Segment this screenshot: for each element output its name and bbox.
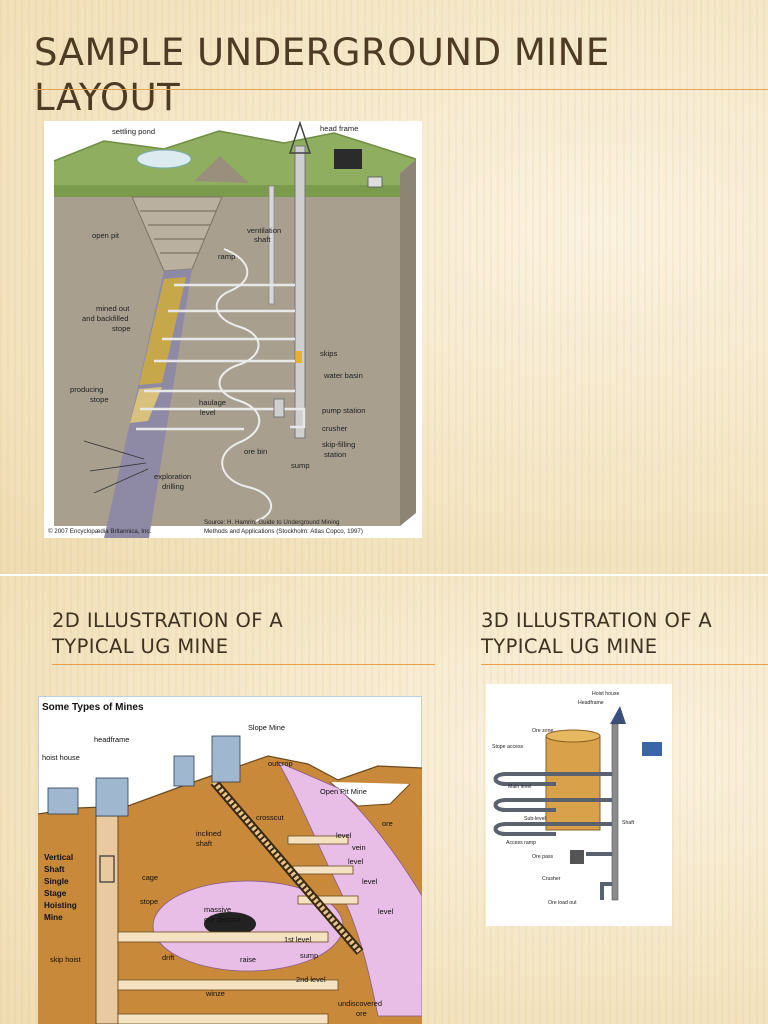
underground-mine-cross-section-figure: settling pond head frame open pit ventil… [44,121,422,538]
label-vertical-shaft-6: Mine [44,913,63,922]
label-undiscovered-ore-1: undiscovered [338,999,382,1008]
2d-figure-title: Some Types of Mines [42,702,144,713]
label-3d-headframe: Headframe [578,700,604,706]
label-skip-hoist: skip hoist [50,955,81,964]
label-massive-ore-1: massive [204,905,231,914]
label-stope: stope [140,897,158,906]
figure-copyright: © 2007 Encyclopædia Britannica, Inc. [48,528,152,535]
label-3d-shaft: Shaft [622,820,635,826]
slide-title-line-1: SAMPLE UNDERGROUND MINE [34,31,610,74]
label-haulage-level-1: haulage [199,398,226,407]
label-second-level: 2nd level [296,975,326,984]
label-3d-stope-access: Stope access [492,744,524,750]
figure-source-line-1: Source: H. Hamrin, Guide to Underground … [204,519,340,526]
label-level-1: level [336,831,352,840]
label-crusher: crusher [322,424,348,433]
label-ore-bin: ore bin [244,447,267,456]
label-vertical-shaft-2: Shaft [44,865,65,874]
right-heading-underline [481,664,768,665]
label-headframe: headframe [94,735,129,744]
label-crosscut: crosscut [256,813,284,822]
right-heading-line-1: 3D ILLUSTRATION OF A [481,609,713,632]
label-producing-stope-2: stope [90,395,109,404]
label-haulage-level-2: level [200,408,216,417]
label-sump: sump [300,951,318,960]
left-heading-line-2: TYPICAL UG MINE [52,635,229,658]
label-undiscovered-ore-2: ore [356,1009,367,1018]
label-3d-crusher: Crusher [542,876,561,882]
slide-title-line-2: LAYOUT [34,76,181,119]
label-vertical-shaft-4: Stage [44,889,67,898]
right-heading-line-2: TYPICAL UG MINE [481,635,658,658]
label-exploration-drilling-2: drilling [162,482,184,491]
label-skips: skips [320,349,338,358]
label-3d-main-level: Main level [508,784,531,790]
label-first-level: 1st level [284,935,311,944]
label-open-pit: open pit [92,231,120,240]
right-heading: 3D ILLUSTRATION OF A TYPICAL UG MINE [481,608,712,660]
left-heading-underline [52,664,435,665]
label-massive-ore-2: ore deposit [204,915,241,924]
label-exploration-drilling-1: exploration [154,472,191,481]
2d-mine-types-illustration: Some Types of Mines headframe hoist hous… [38,696,422,1024]
label-skip-filling-station-1: skip-filling [322,440,355,449]
left-heading-line-1: 2D ILLUSTRATION OF A [52,609,284,632]
label-ramp: ramp [218,252,235,261]
label-3d-ore-zone: Ore zone [532,728,553,734]
label-hoist-house: hoist house [42,753,80,762]
title-underline [34,89,768,90]
label-mined-out-2: and backfilled [82,314,128,323]
label-sump: sump [291,461,310,470]
label-3d-hoist-house: Hoist house [592,691,620,697]
label-head-frame: head frame [320,124,358,133]
left-heading: 2D ILLUSTRATION OF A TYPICAL UG MINE [52,608,283,660]
label-outcrop: outcrop [268,759,293,768]
label-water-basin: water basin [323,371,363,380]
label-3d-access-ramp: Access ramp [506,840,536,846]
label-open-pit-mine: Open Pit Mine [320,787,367,796]
label-producing-stope-1: producing [70,385,103,394]
slide-title: SAMPLE UNDERGROUND MINE LAYOUT [34,30,610,120]
label-vertical-shaft-1: Vertical [44,853,73,862]
label-raise: raise [240,955,256,964]
label-mined-out-1: mined out [96,304,130,313]
label-ventilation-shaft-1: ventilation [247,226,281,235]
label-inclined-shaft-1: inclined [196,829,221,838]
label-vertical-shaft-3: Single [44,877,69,886]
label-cage: cage [142,873,158,882]
label-skip-filling-station-2: station [324,450,346,459]
label-drift: drift [162,953,174,962]
label-level-4: level [378,907,394,916]
label-pump-station: pump station [322,406,365,415]
label-ore: ore [382,819,393,828]
label-3d-sub-level: Sub-level [524,816,546,822]
label-settling-pond: settling pond [112,127,155,136]
figure-source-line-2: Methods and Applications (Stockholm: Atl… [204,528,363,535]
label-level-2: level [348,857,364,866]
label-vertical-shaft-5: Hoisting [44,901,77,910]
label-inclined-shaft-2: shaft [196,839,212,848]
slide-separator [0,574,768,576]
label-level-3: level [362,877,378,886]
label-mined-out-3: stope [112,324,131,333]
3d-mine-illustration: Hoist house Headframe Ore zone Stope acc… [486,684,672,926]
slide-2: 2D ILLUSTRATION OF A TYPICAL UG MINE 3D … [0,576,768,1024]
label-vein: vein [352,843,366,852]
label-ventilation-shaft-2: shaft [254,235,271,244]
label-slope-mine: Slope Mine [248,723,285,732]
label-winze: winze [205,989,225,998]
label-3d-ore-load-out: Ore load out [548,900,577,906]
slide-1: SAMPLE UNDERGROUND MINE LAYOUT [0,0,768,574]
label-3d-ore-pass: Ore pass [532,854,553,860]
